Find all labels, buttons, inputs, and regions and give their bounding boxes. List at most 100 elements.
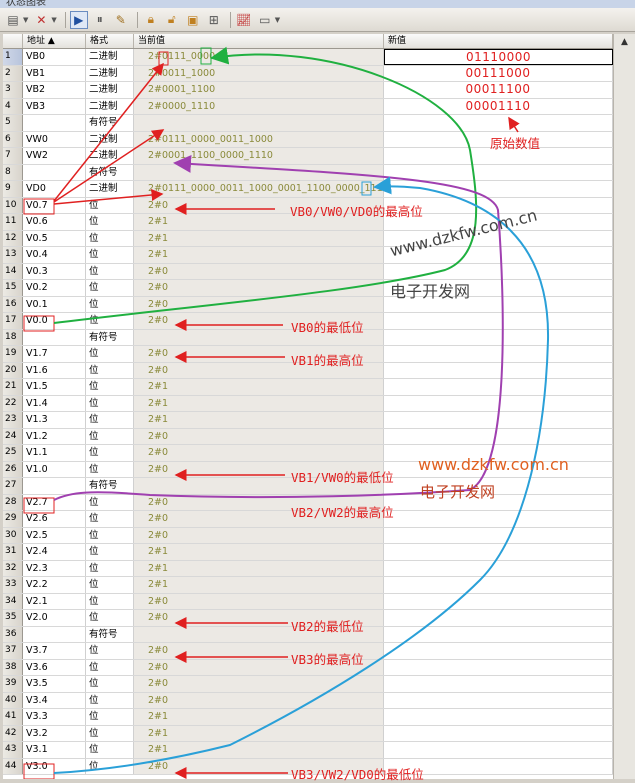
- address-cell[interactable]: [23, 164, 86, 180]
- format-cell[interactable]: 二进制: [86, 49, 134, 65]
- new-value-cell[interactable]: [384, 263, 613, 279]
- format-cell[interactable]: 位: [86, 577, 134, 593]
- new-value-cell[interactable]: [384, 709, 613, 725]
- new-value-cell[interactable]: [384, 676, 613, 692]
- chevron-down-icon[interactable]: ▼: [274, 15, 281, 24]
- format-cell[interactable]: 位: [86, 296, 134, 312]
- format-cell[interactable]: 位: [86, 214, 134, 230]
- address-cell[interactable]: V1.5: [23, 379, 86, 395]
- run-icon[interactable]: ▶: [69, 10, 88, 29]
- format-cell[interactable]: 位: [86, 197, 134, 213]
- format-cell[interactable]: 位: [86, 362, 134, 378]
- new-value-cell[interactable]: [384, 577, 613, 593]
- address-cell[interactable]: V0.0: [23, 313, 86, 329]
- address-cell[interactable]: V1.3: [23, 412, 86, 428]
- new-value-cell[interactable]: [384, 313, 613, 329]
- address-cell[interactable]: VW2: [23, 148, 86, 164]
- new-value-cell[interactable]: [384, 626, 613, 642]
- new-value-cell[interactable]: 00011100: [384, 82, 613, 98]
- address-cell[interactable]: V2.4: [23, 544, 86, 560]
- address-cell[interactable]: V3.0: [23, 758, 86, 774]
- address-cell[interactable]: V1.2: [23, 428, 86, 444]
- lock-all-icon[interactable]: ▣: [187, 12, 199, 27]
- address-cell[interactable]: V3.3: [23, 709, 86, 725]
- format-cell[interactable]: 位: [86, 412, 134, 428]
- address-cell[interactable]: V2.2: [23, 577, 86, 593]
- new-value-cell[interactable]: [384, 725, 613, 741]
- format-cell[interactable]: 位: [86, 610, 134, 626]
- format-cell[interactable]: 有符号: [86, 115, 134, 131]
- format-cell[interactable]: 位: [86, 593, 134, 609]
- pencil-icon[interactable]: ✎: [115, 12, 126, 27]
- format-cell[interactable]: 有符号: [86, 626, 134, 642]
- format-cell[interactable]: 位: [86, 758, 134, 774]
- new-value-cell[interactable]: [384, 742, 613, 758]
- new-value-cell[interactable]: 01110000: [384, 49, 613, 65]
- address-cell[interactable]: V3.7: [23, 643, 86, 659]
- new-value-cell[interactable]: [384, 181, 613, 197]
- address-cell[interactable]: V3.5: [23, 676, 86, 692]
- format-cell[interactable]: 有符号: [86, 329, 134, 345]
- new-value-cell[interactable]: [384, 428, 613, 444]
- header-address[interactable]: 地址 ▲: [23, 34, 86, 48]
- format-cell[interactable]: 二进制: [86, 82, 134, 98]
- format-cell[interactable]: 位: [86, 461, 134, 477]
- format-cell[interactable]: 二进制: [86, 98, 134, 114]
- address-cell[interactable]: V1.0: [23, 461, 86, 477]
- format-cell[interactable]: 位: [86, 379, 134, 395]
- address-cell[interactable]: V0.4: [23, 247, 86, 263]
- format-cell[interactable]: 位: [86, 230, 134, 246]
- format-cell[interactable]: 二进制: [86, 65, 134, 81]
- address-cell[interactable]: [23, 329, 86, 345]
- lock-icon[interactable]: 🔒︎: [147, 12, 154, 26]
- format-cell[interactable]: 位: [86, 544, 134, 560]
- address-cell[interactable]: V0.6: [23, 214, 86, 230]
- new-value-cell[interactable]: 00001110: [384, 98, 613, 114]
- header-current-value[interactable]: 当前值: [134, 34, 384, 48]
- format-cell[interactable]: 二进制: [86, 131, 134, 147]
- format-cell[interactable]: 位: [86, 280, 134, 296]
- address-cell[interactable]: V2.0: [23, 610, 86, 626]
- delete-icon[interactable]: ✕: [36, 12, 47, 27]
- scroll-up-icon[interactable]: ▲: [621, 37, 628, 47]
- new-value-cell[interactable]: [384, 659, 613, 675]
- new-value-cell[interactable]: 00111000: [384, 65, 613, 81]
- address-cell[interactable]: V0.2: [23, 280, 86, 296]
- header-format[interactable]: 格式: [86, 34, 134, 48]
- chevron-down-icon[interactable]: ▼: [23, 15, 29, 24]
- format-cell[interactable]: 位: [86, 692, 134, 708]
- address-cell[interactable]: V2.1: [23, 593, 86, 609]
- address-cell[interactable]: VB3: [23, 98, 86, 114]
- trend-icon[interactable]: 📈︎: [236, 12, 252, 27]
- format-cell[interactable]: 位: [86, 313, 134, 329]
- format-cell[interactable]: 位: [86, 511, 134, 527]
- address-cell[interactable]: VB2: [23, 82, 86, 98]
- address-cell[interactable]: V3.2: [23, 725, 86, 741]
- new-value-cell[interactable]: [384, 511, 613, 527]
- address-cell[interactable]: VW0: [23, 131, 86, 147]
- new-value-cell[interactable]: [384, 164, 613, 180]
- address-cell[interactable]: V1.4: [23, 395, 86, 411]
- address-cell[interactable]: V2.3: [23, 560, 86, 576]
- address-cell[interactable]: V3.1: [23, 742, 86, 758]
- new-value-cell[interactable]: [384, 560, 613, 576]
- format-cell[interactable]: 位: [86, 428, 134, 444]
- address-cell[interactable]: V1.6: [23, 362, 86, 378]
- address-cell[interactable]: [23, 626, 86, 642]
- new-icon[interactable]: ▤: [7, 12, 19, 27]
- address-cell[interactable]: V1.1: [23, 445, 86, 461]
- address-cell[interactable]: V0.5: [23, 230, 86, 246]
- format-cell[interactable]: 位: [86, 445, 134, 461]
